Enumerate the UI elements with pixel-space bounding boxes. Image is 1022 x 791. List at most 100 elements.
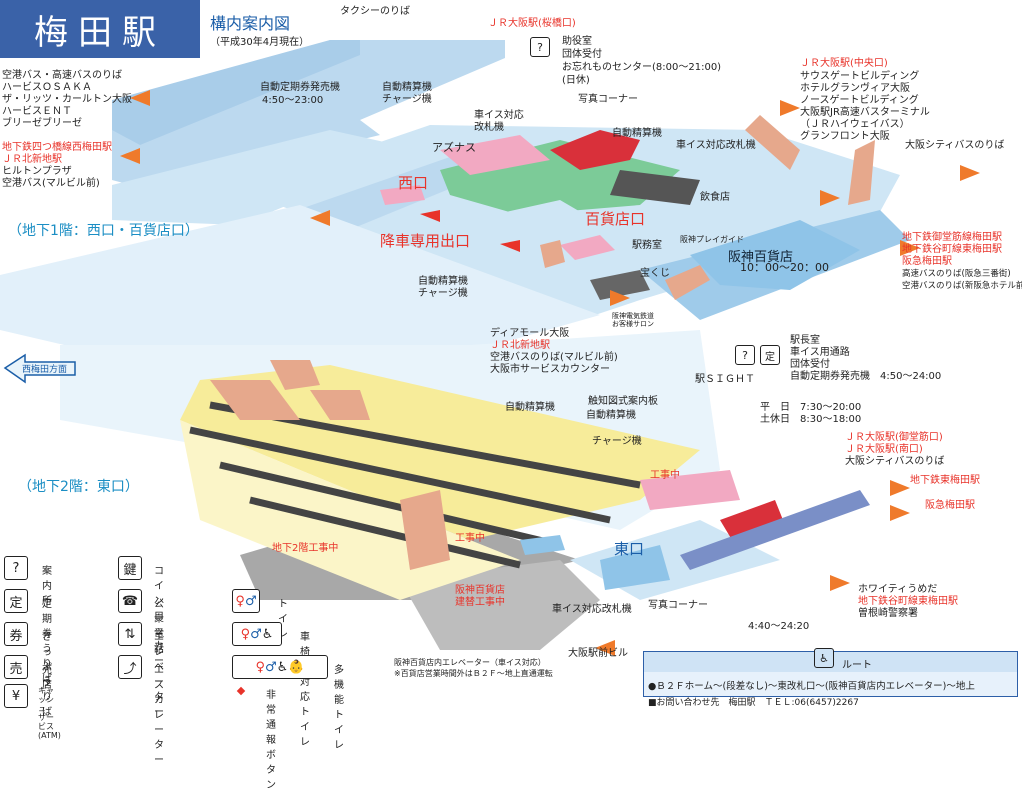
map-title: 構内案内図 [210, 14, 291, 33]
legend-pass-icon: 定 [4, 589, 28, 613]
asadas-label: アズナス [432, 141, 476, 154]
b1-stair-3 [665, 265, 710, 300]
floor-b1-label: （地下1階：西口・百貨店口） [8, 223, 199, 239]
osaka-city-bus-label: 大阪シティバスのりば [905, 140, 1005, 151]
legend-info-icon: ? [4, 556, 28, 580]
legend-atm-label: キャッシュサービス(ATM) [38, 686, 61, 740]
right-red-1: 地下鉄御堂筋線梅田駅 [902, 232, 1002, 243]
b2-top-info-3: 団体受付 [790, 359, 830, 370]
legend-shop-label: 売店 [42, 665, 52, 691]
right-black-1: 高速バスのりば(阪急三番街) [902, 269, 1011, 279]
b1-stair-2 [848, 140, 875, 205]
legend-toilet-label: トイレ [278, 599, 288, 640]
b2-city-bus: 大阪シティバスのりば [845, 456, 945, 467]
b2-esc-hours: 4:40～24:20 [748, 621, 810, 632]
b2-top-info-4: 自動定期券発売機 4:50～24:00 [790, 371, 942, 382]
jr-central-6: グランフロント大阪 [800, 131, 890, 142]
hanshin-dept-b1 [690, 220, 860, 290]
legend-phone-icon: ☎ [118, 589, 142, 613]
b2-charge-label: チャージ機 [592, 436, 642, 447]
legend-note-1: 阪神百貨店内エレベーター（車イス対応） [394, 658, 546, 667]
b2-autofare1-label: 自動精算機 [505, 402, 555, 413]
info-icon: ? [530, 37, 550, 57]
charge2-label-1: 自動精算機 [418, 276, 468, 287]
right-black-2: 空港バスのりば(新阪急ホテル前) [902, 281, 1022, 291]
b2-construction-2: 工事中 [455, 533, 485, 544]
station-office-label: 駅務室 [632, 240, 662, 251]
hanshin-play-label: 阪神プレイガイド [680, 235, 744, 244]
b1-red-shop [550, 130, 640, 170]
jr-central-3: ノースゲートビルディング [800, 95, 919, 106]
b2-station-bldg: 大阪駅前ビル [568, 648, 628, 659]
info-line-4: (日休) [562, 75, 590, 86]
b2-hours-1: 平 日 7:30～20:00 [760, 402, 862, 413]
right-red-3: 阪急梅田駅 [902, 256, 952, 267]
legend-shop-icon: 売 [4, 655, 28, 679]
b2-escalator [680, 490, 870, 570]
b2-tanimachi: 地下鉄谷町線東梅田駅 [858, 596, 958, 607]
b2-info-icon: ? [735, 345, 755, 365]
auto-fare-label: 自動精算機 [612, 128, 662, 139]
legend-locker-label: コインロッカー [154, 566, 164, 667]
legend-atm-icon: ¥ [4, 684, 28, 708]
wheelchair-gate-label: 車イス対応改札機 [676, 140, 756, 151]
legend-wheelchair-toilet-icon: ♀♂♿ [232, 622, 282, 646]
b2-top-info-2: 車イス用通路 [790, 347, 850, 358]
info-line-3: お忘れものセンター(8:00～21:00) [562, 62, 722, 73]
b2-jr-red-1: ＪＲ大阪駅(御堂筋口) [845, 432, 943, 443]
wheelchair-gate-label-2: 車イス対応改札機 [474, 110, 524, 133]
route-title: ルート [842, 660, 872, 671]
nishiumeda-label: 西梅田方面 [22, 365, 68, 375]
lottery-label: 宝くじ [640, 268, 670, 279]
info-line-1: 助役室 [562, 36, 592, 47]
b2-tactile-label: 触知図式案内板 [588, 396, 658, 407]
b1-corridor-nw [112, 40, 505, 190]
diamor-black-1: 空港バスのりば(マルビル前) [490, 352, 618, 363]
b2-hanshin-construction-2: 建替工事中 [455, 597, 505, 608]
nishiumeda-arrow [3, 353, 76, 384]
left-dest-4: ハービスＥＮＴ [2, 106, 72, 117]
left-black-2: 空港バス(マルビル前) [2, 178, 100, 189]
jr-central-1: サウスゲートビルディング [800, 71, 920, 82]
b2-autofare2-label: 自動精算機 [586, 410, 636, 421]
b2-hanshin-construction-1: 阪神百貨店 [455, 585, 505, 596]
legend-escalator-label: エスカレーター [154, 665, 164, 766]
b2-hours-2: 土休日 8:30～18:00 [760, 414, 862, 425]
b2-sonezaki: 曽根崎警察署 [858, 608, 918, 619]
legend-elevator-icon: ⇅ [118, 622, 142, 646]
left-red-1: 地下鉄四つ橋線西梅田駅 [2, 142, 112, 153]
charge-label-2: チャージ機 [382, 94, 432, 105]
exit-arrows [120, 90, 980, 656]
b2-sight-label: 駅ＳＩＧＨＴ [695, 374, 755, 385]
info-line-2: 団体受付 [562, 49, 602, 60]
b2-construction-1: 工事中 [650, 470, 680, 481]
diamor-red-label: ＪＲ北新地駅 [490, 340, 550, 351]
legend-wheelchair-toilet-label: 車椅子対応トイレ [300, 632, 310, 748]
diamor-black-2: 大阪市サービスカウンター [490, 364, 610, 375]
b2-jr-red-2: ＪＲ大阪駅(南口) [845, 444, 923, 455]
b2-hankyu: 阪急梅田駅 [925, 500, 975, 511]
b2-east-exit: 東口 [614, 540, 645, 558]
legend-multi-toilet-icon: ♀♂♿👶 [232, 655, 328, 679]
route-line: ●Ｂ２Ｆホーム～(段差なし)～東改札口～(阪神百貨店内エレベーター)～地上 [648, 681, 975, 692]
station-map [0, 40, 980, 656]
jr-sakurabashi-label: ＪＲ大阪駅(桜橋口) [488, 18, 576, 29]
legend-toilet-icon: ♀♂ [232, 589, 260, 613]
b2-subway-higashi: 地下鉄東梅田駅 [910, 475, 980, 486]
left-black-1: ヒルトンプラザ [2, 166, 72, 177]
b1-stair-1 [745, 115, 800, 170]
left-dest-5: ブリーゼブリーゼ [2, 118, 82, 129]
legend-phone-label: 公衆電話 [154, 599, 164, 655]
charge2-label-2: チャージ機 [418, 288, 468, 299]
b2-wheelchair-gate: 車イス対応改札機 [552, 604, 632, 615]
legend-escalator-icon: ⤴ [118, 655, 142, 679]
b2-top-info-1: 駅長室 [790, 335, 820, 346]
jr-central-label: ＪＲ大阪駅(中央口) [800, 58, 888, 69]
auto-pass-hours: 4:50～23:00 [262, 95, 324, 106]
hanshin-salon-label: 阪神電気鉄道お客様サロン [612, 312, 654, 328]
station-name: 梅田駅 [0, 0, 200, 58]
photo-corner-label: 写真コーナー [578, 94, 638, 105]
jr-central-4: 大阪駅JR高速バスターミナル [800, 107, 930, 118]
hanshin-dept-hours: 10：00～20：00 [740, 261, 829, 274]
contact-line: ■お問い合わせ先 梅田駅 ＴＥＬ:06(6457)2267 [648, 698, 859, 708]
